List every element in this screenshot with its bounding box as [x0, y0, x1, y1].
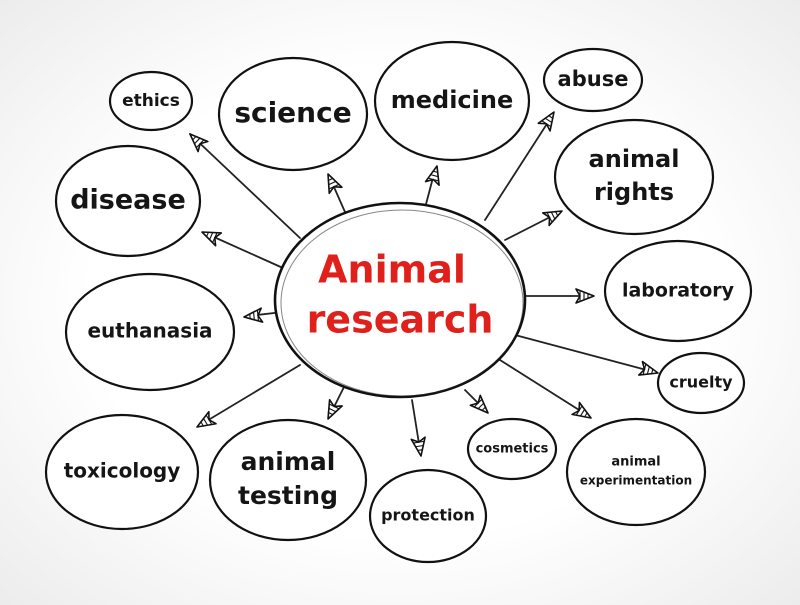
- arrowhead-laboratory: [575, 288, 595, 304]
- topic-science: science: [217, 56, 369, 172]
- topic-cruelty: cruelty: [656, 351, 746, 415]
- center-title-line2: research: [307, 298, 494, 342]
- topic-toxicology-label: toxicology: [64, 459, 181, 483]
- topic-disease: disease: [54, 144, 202, 258]
- topic-protection: protection: [368, 468, 488, 564]
- topic-toxicology: toxicology: [44, 413, 200, 531]
- topic-abuse: abuse: [542, 47, 644, 113]
- center-node: Animal research: [273, 201, 527, 399]
- topic-cosmetics-label: cosmetics: [476, 442, 549, 457]
- arrowhead-euthanasia: [243, 307, 264, 323]
- arrowhead-science: [327, 173, 343, 195]
- arrowhead-cosmetics: [469, 394, 489, 414]
- arrowhead-ethics: [189, 133, 209, 153]
- arrowhead-abuse: [537, 111, 555, 132]
- topic-animal-testing-label-line1: animal: [241, 447, 336, 476]
- connector-disease: [204, 232, 284, 269]
- arrowhead-disease: [201, 231, 223, 247]
- center-title-line1: Animal: [318, 248, 466, 292]
- topic-medicine-label: medicine: [391, 86, 514, 114]
- topic-animal-rights: animal rights: [553, 118, 715, 236]
- topic-science-label: science: [234, 96, 351, 129]
- topic-animal-experimentation-label-line1: animal: [611, 455, 660, 470]
- arrowhead-medicine: [424, 165, 440, 186]
- arrowhead-animal-experimentation: [571, 401, 592, 419]
- topic-euthanasia: euthanasia: [64, 272, 236, 392]
- topic-disease-label: disease: [70, 185, 186, 216]
- topic-euthanasia-label: euthanasia: [87, 319, 212, 343]
- topic-medicine: medicine: [373, 40, 531, 162]
- connector-ethics: [189, 133, 301, 239]
- topic-animal-experimentation: animal experimentation: [565, 417, 707, 527]
- topic-animal-rights-label-line2: rights: [594, 178, 674, 206]
- arrowhead-animal-testing: [327, 398, 343, 420]
- topic-animal-testing: animal testing: [208, 418, 368, 542]
- arrowhead-protection: [410, 436, 426, 457]
- topic-animal-rights-label-line1: animal: [589, 145, 680, 173]
- connectors: [189, 115, 655, 451]
- topic-laboratory: laboratory: [603, 239, 753, 343]
- connector-toxicology: [199, 364, 301, 426]
- connector-cruelty: [514, 334, 655, 373]
- topic-protection-label: protection: [381, 506, 475, 525]
- topic-ethics-label: ethics: [122, 91, 180, 111]
- topic-abuse-label: abuse: [558, 67, 629, 91]
- connector-abuse: [484, 115, 553, 221]
- arrowhead-cruelty: [638, 360, 659, 376]
- connector-animal-experimentation: [499, 359, 588, 416]
- topic-ethics: ethics: [108, 70, 194, 132]
- topic-animal-experimentation-label-line2: experimentation: [580, 474, 692, 488]
- arrowhead-animal-rights: [541, 210, 563, 227]
- arrowheads: [189, 111, 659, 457]
- topic-laboratory-label: laboratory: [622, 280, 735, 302]
- arrowhead-toxicology: [196, 410, 217, 428]
- topic-animal-testing-label-line2: testing: [238, 481, 338, 510]
- topic-cosmetics: cosmetics: [466, 417, 558, 481]
- topic-cruelty-label: cruelty: [669, 373, 733, 392]
